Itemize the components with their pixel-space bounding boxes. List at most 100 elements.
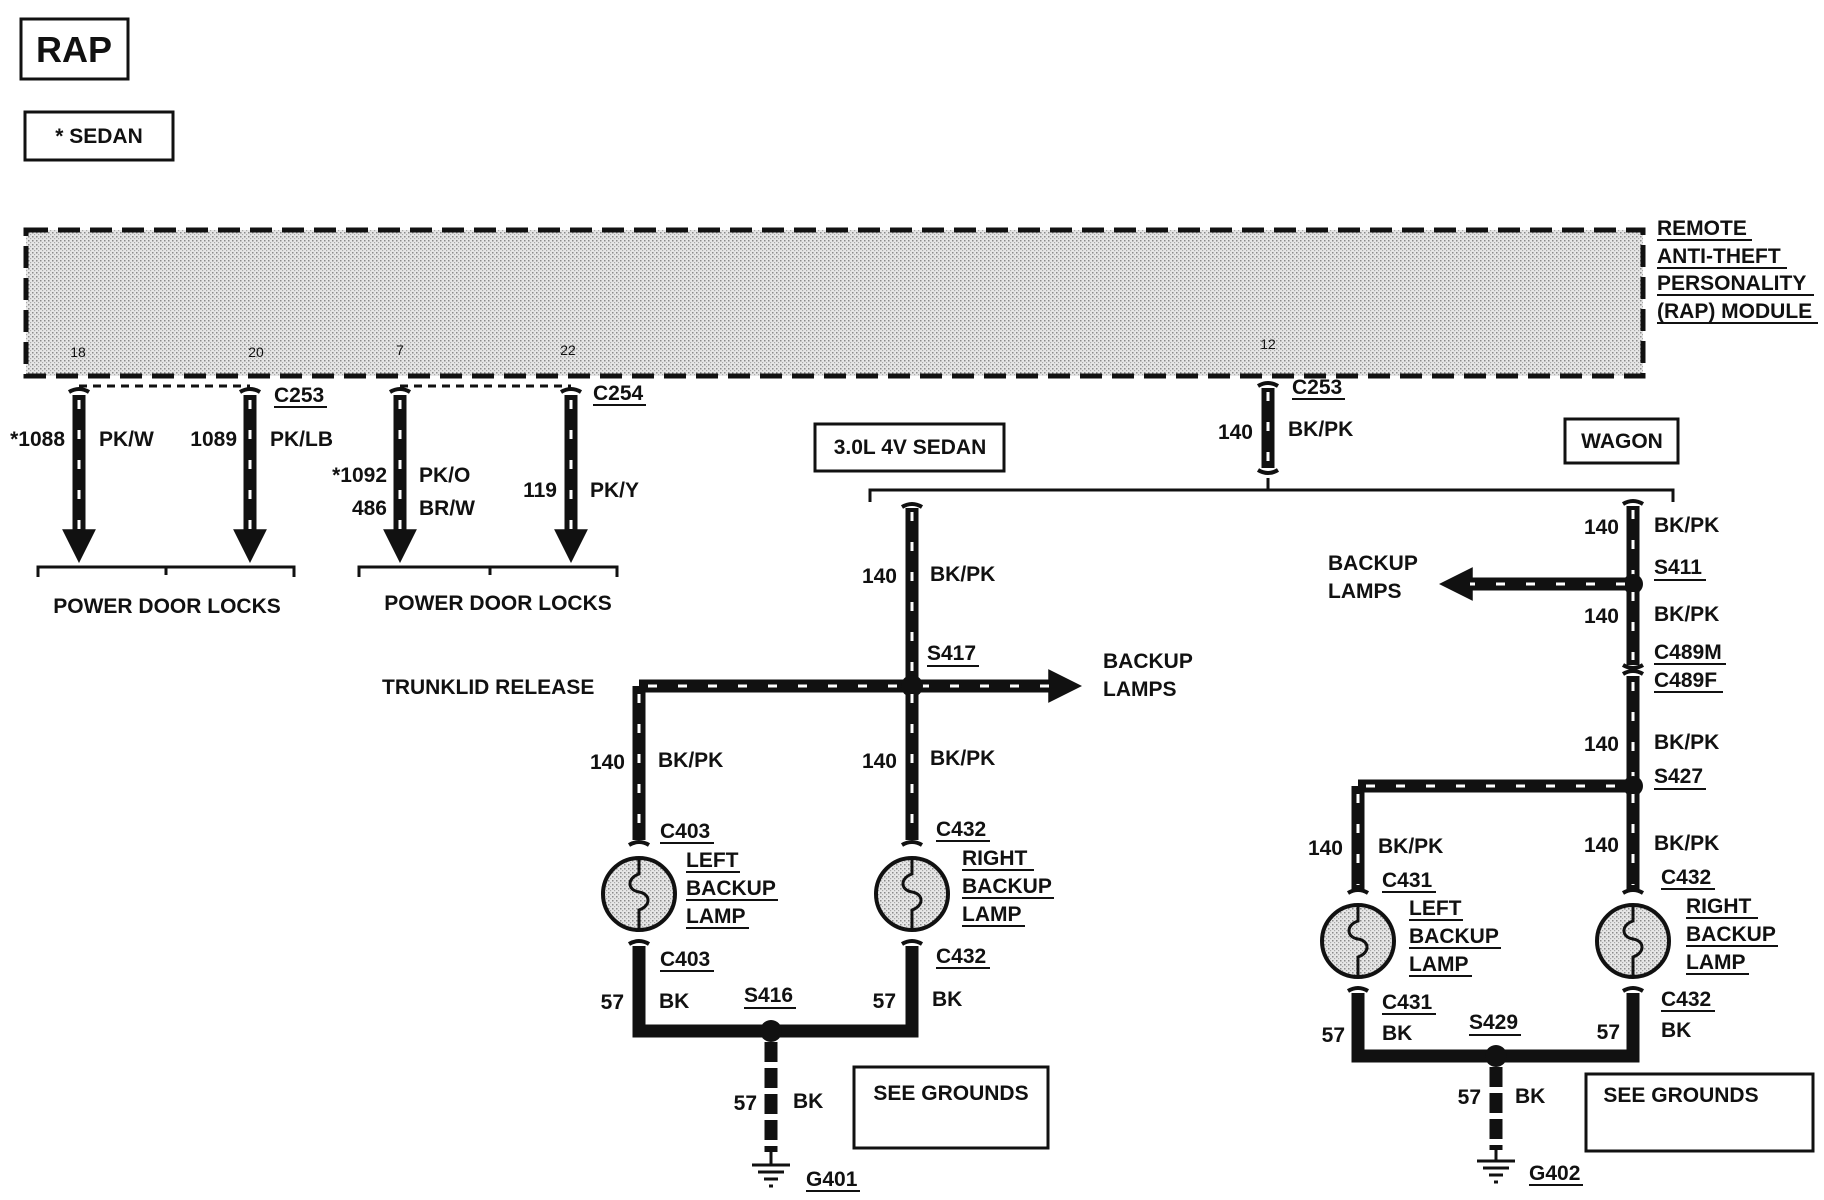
splice-s417-label: S417	[927, 642, 976, 665]
sedan-right-lamp-name-2: BACKUP	[962, 875, 1052, 898]
wagon-right-lamp-connector-bottom-label: C432	[1661, 988, 1711, 1011]
wagon-left-ground-circuit: 57	[1322, 1024, 1345, 1047]
sedan-right-lamp-connector-top	[900, 840, 924, 847]
splice-s411-label: S411	[1654, 556, 1702, 579]
sedan-backup-lamps-label-2: LAMPS	[1103, 678, 1177, 701]
wagon-right-ground-color: BK	[1661, 1019, 1691, 1042]
sedan-right-ground-color: BK	[932, 988, 962, 1011]
sedan-right-lamp-connector-top-label: C432	[936, 818, 986, 841]
circuit-486-color: BR/W	[419, 497, 475, 520]
wagon-see-grounds-label: SEE GROUNDS	[1603, 1084, 1758, 1107]
connector-c253-pin18	[67, 387, 91, 394]
variant-bracket	[868, 478, 1675, 502]
ground-symbol-g402	[1477, 1150, 1515, 1184]
sedan-see-grounds-label: SEE GROUNDS	[873, 1082, 1028, 1105]
sedan-trunklid-label: TRUNKLID RELEASE	[382, 676, 594, 699]
sedan-left-wire-circuit: 140	[590, 751, 625, 774]
ground-g402-label: G402	[1529, 1162, 1580, 1185]
connector-c253-label: C253	[274, 384, 324, 407]
ground-symbol-g401	[752, 1152, 790, 1188]
module-name-line-3: PERSONALITY	[1657, 272, 1806, 295]
wagon-right-lamp-filament	[1622, 905, 1644, 977]
splice-s429	[1485, 1045, 1507, 1067]
sedan-left-lamp-filament	[628, 858, 650, 930]
diagram-title: RAP	[36, 29, 112, 70]
wagon-right-lamp-name-3: LAMP	[1686, 951, 1746, 974]
legend-sedan: * SEDAN	[55, 125, 143, 148]
main-feed-color: BK/PK	[1288, 418, 1353, 441]
splice-s416-label: S416	[744, 984, 793, 1007]
sedan-left-lamp-connector-top	[627, 840, 651, 847]
wagon-right-lamp-name-2: BACKUP	[1686, 923, 1776, 946]
wagon-left-lamp-connector-bottom-label: C431	[1382, 991, 1433, 1014]
wagon-right-lamp-connector-top	[1621, 888, 1645, 895]
circuit-1092-color: PK/O	[419, 464, 470, 487]
wagon-variant-box	[1563, 417, 1680, 465]
wagon-feed-circuit: 140	[1584, 516, 1619, 539]
circuit-1089-number: 1089	[190, 428, 237, 451]
sedan-ground-lead-circuit: 57	[734, 1092, 757, 1115]
wagon-left-ground-wire	[1351, 993, 1496, 1063]
wagon-backup-lamps-label-2: LAMPS	[1328, 580, 1402, 603]
connector-c254-label: C254	[593, 382, 644, 405]
connector-c253-pin20	[238, 387, 262, 394]
splice-s427-label: S427	[1654, 765, 1703, 788]
main-feed-circuit: 140	[1218, 421, 1253, 444]
wagon-right-wire-color: BK/PK	[1654, 832, 1719, 855]
wagon-left-wire-circuit: 140	[1308, 837, 1343, 860]
wagon-left-lamp-connector-top	[1346, 888, 1370, 895]
module-pin-18: 18	[70, 344, 86, 360]
circuit-1088-number: *1088	[10, 428, 65, 451]
sedan-backup-lamps-label-1: BACKUP	[1103, 650, 1193, 673]
sedan-left-lamp-name-1: LEFT	[686, 849, 739, 872]
wagon-left-lamp-connector-bottom	[1346, 986, 1370, 993]
sedan-right-wire-circuit: 140	[862, 750, 897, 773]
sedan-left-ground-wire	[632, 946, 771, 1038]
module-pin-7: 7	[396, 342, 404, 358]
wagon-left-ground-color: BK	[1382, 1022, 1412, 1045]
ground-g401-label: G401	[806, 1168, 858, 1191]
wagon-wire-3-circuit: 140	[1584, 733, 1619, 756]
title-box	[19, 17, 130, 81]
sedan-right-wire-color: BK/PK	[930, 747, 995, 770]
module-pin-12: 12	[1260, 336, 1276, 352]
sedan-left-lamp-name-2: BACKUP	[686, 877, 776, 900]
sedan-right-lamp-name-3: LAMP	[962, 903, 1022, 926]
rap-module	[23, 227, 1646, 379]
module-name-line-2: ANTI-THEFT	[1657, 245, 1781, 268]
sedan-right-ground-circuit: 57	[873, 990, 896, 1013]
sedan-right-lamp-name-1: RIGHT	[962, 847, 1028, 870]
sedan-left-lamp-connector-top-label: C403	[660, 820, 710, 843]
connector-c254-pin7	[388, 387, 412, 394]
wagon-left-lamp-filament	[1347, 905, 1369, 977]
door-locks-bracket-right	[357, 565, 619, 577]
wagon-wire-2-circuit: 140	[1584, 605, 1619, 628]
door-locks-bracket-left	[36, 565, 296, 577]
wagon-left-lamp-name-3: LAMP	[1409, 953, 1469, 976]
door-locks-label-left: POWER DOOR LOCKS	[53, 595, 281, 618]
sedan-feed-connector	[900, 502, 924, 509]
sedan-left-lamp-name-3: LAMP	[686, 905, 746, 928]
door-locks-label-right: POWER DOOR LOCKS	[384, 592, 612, 615]
module-pin-22: 22	[560, 342, 576, 358]
wagon-right-ground-wire	[1496, 993, 1640, 1063]
sedan-left-lamp-connector-bottom	[627, 939, 651, 946]
circuit-486-number: 486	[352, 497, 387, 520]
connector-c489m	[1621, 663, 1645, 670]
sedan-left-ground-color: BK	[659, 990, 689, 1013]
wagon-left-lamp-name-2: BACKUP	[1409, 925, 1499, 948]
wagon-see-grounds-box	[1584, 1072, 1815, 1153]
legend-box	[23, 110, 175, 162]
circuit-119-number: 119	[523, 479, 557, 502]
sedan-right-lamp-connector-bottom	[900, 939, 924, 946]
main-feed-connector: C253	[1292, 376, 1342, 399]
connector-c253-pin12	[1256, 381, 1280, 388]
wagon-backup-lamps-label-1: BACKUP	[1328, 552, 1418, 575]
wagon-variant-label: WAGON	[1581, 430, 1663, 453]
wagon-ground-lead-color: BK	[1515, 1085, 1545, 1108]
circuit-119-color: PK/Y	[590, 479, 639, 502]
circuit-1089-color: PK/LB	[270, 428, 333, 451]
module-name-line-4: (RAP) MODULE	[1657, 300, 1812, 323]
sedan-right-lamp-connector-bottom-label: C432	[936, 945, 986, 968]
